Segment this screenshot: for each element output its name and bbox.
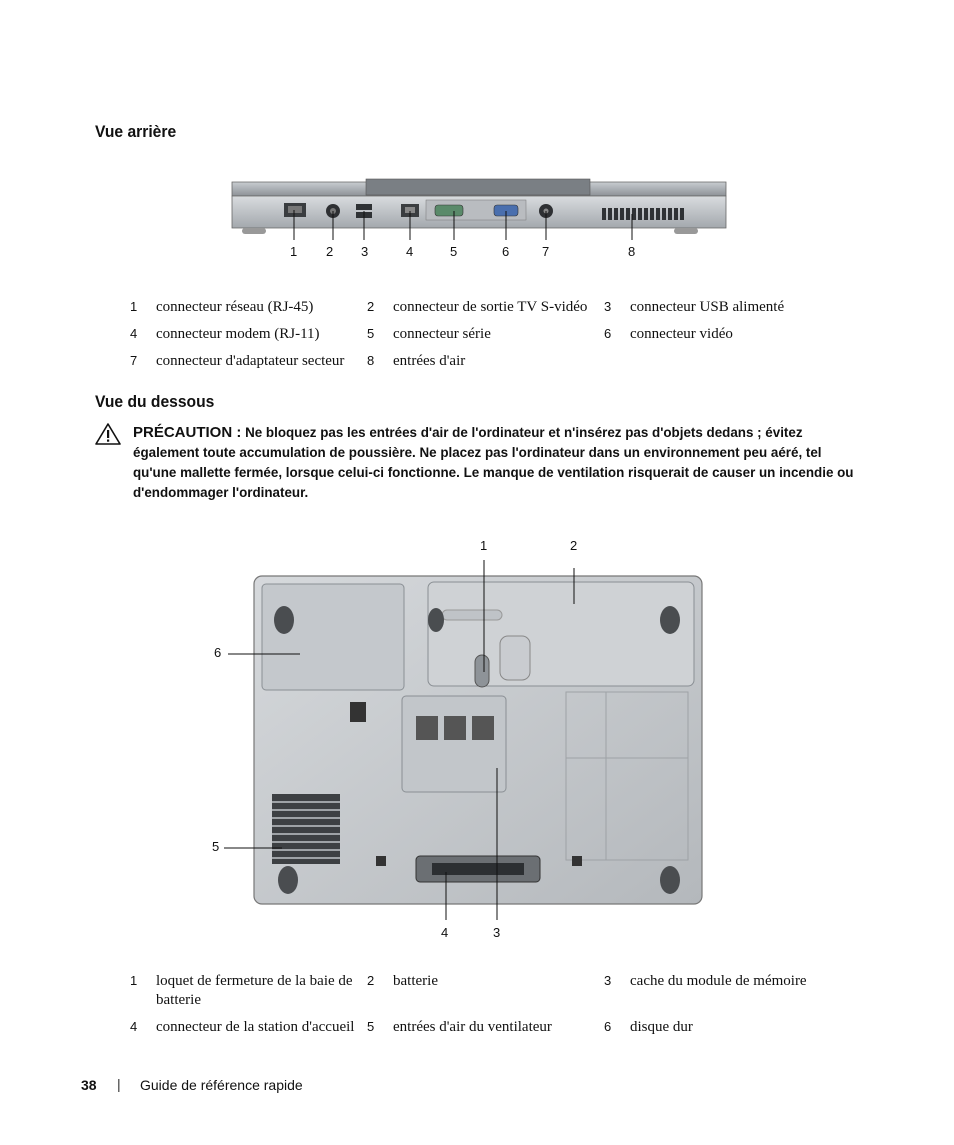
rear-callout-6: 6 [502,244,510,259]
legend-text: connecteur série [393,326,491,342]
rear-callout-8: 8 [628,244,636,259]
legend-item: 5 entrées d'air du ventilateur [367,1018,598,1037]
bottom-view-illustration [224,560,703,920]
bottom-callout-3: 3 [493,925,501,940]
legend-num: 6 [604,1019,612,1034]
warning-icon [95,423,121,445]
rear-callout-1: 1 [290,244,298,259]
legend-num: 4 [130,1019,138,1034]
rear-callout-4: 4 [406,244,414,259]
legend-item: 3 connecteur USB alimenté [604,298,835,317]
legend-text: connecteur USB alimenté [630,299,785,315]
legend-text: batterie [393,973,438,989]
legend-num: 4 [130,326,138,341]
legend-text: cache du module de mémoire [630,973,807,989]
legend-item: 6 connecteur vidéo [604,325,835,344]
legend-item: 1 connecteur réseau (RJ-45) [130,298,361,317]
rear-view-illustration [231,178,727,240]
legend-item: 1 loquet de fermeture de la baie de batte… [130,972,361,1010]
legend-text: entrées d'air [393,353,466,369]
bottom-callout-4: 4 [441,925,449,940]
legend-num: 5 [367,1019,375,1034]
bottom-view-heading: Vue du dessous [95,392,215,411]
legend-item: 4 connecteur de la station d'accueil [130,1018,366,1037]
legend-num: 3 [604,973,612,988]
rear-legend: 1 connecteur réseau (RJ-45) 2 connecteur d… [130,298,850,379]
legend-item: 4 connecteur modem (RJ-11) [130,325,361,344]
legend-item: 8 entrées d'air [367,352,598,371]
bottom-callout-1: 1 [480,538,488,553]
legend-item: 2 batterie [367,972,598,991]
rear-callout-7: 7 [542,244,550,259]
rear-callout-2: 2 [326,244,334,259]
guide-title: Guide de référence rapide [140,1077,303,1093]
legend-text: loquet de fermeture de la baie de batter… [156,973,353,1008]
rear-callout-5: 5 [450,244,458,259]
legend-num: 5 [367,326,375,341]
bottom-legend: 1 loquet de fermeture de la baie de batte… [130,972,850,1045]
legend-num: 1 [130,299,138,314]
legend-text: connecteur d'adaptateur secteur [156,353,345,369]
legend-text: connecteur réseau (RJ-45) [156,299,314,315]
footer-separator: | [117,1076,121,1092]
page-number: 38 [81,1077,97,1093]
legend-num: 8 [367,353,375,368]
bottom-callout-6: 6 [214,645,222,660]
legend-item: 2 connecteur de sortie TV S-vidéo [367,298,598,317]
rear-callout-3: 3 [361,244,369,259]
legend-num: 7 [130,353,138,368]
legend-item: 3 cache du module de mémoire [604,972,850,991]
legend-text: connecteur de sortie TV S-vidéo [393,299,588,315]
caution-text: Ne bloquez pas les entrées d'air de l'or… [133,425,854,500]
legend-text: disque dur [630,1019,693,1035]
rear-view-heading: Vue arrière [95,122,177,141]
legend-num: 2 [367,299,375,314]
legend-text: entrées d'air du ventilateur [393,1019,552,1035]
legend-item: 5 connecteur série [367,325,598,344]
legend-item: 6 disque dur [604,1018,835,1037]
legend-text: connecteur vidéo [630,326,733,342]
legend-text: connecteur modem (RJ-11) [156,326,320,342]
legend-num: 6 [604,326,612,341]
bottom-callout-5: 5 [212,839,220,854]
legend-text: connecteur de la station d'accueil [156,1019,355,1035]
caution-label: PRÉCAUTION : [133,424,242,441]
caution-text-block: PRÉCAUTION : Ne bloquez pas les entrées … [133,423,855,503]
legend-item: 7 connecteur d'adaptateur secteur [130,352,366,371]
legend-num: 3 [604,299,612,314]
legend-num: 2 [367,973,375,988]
legend-num: 1 [130,973,138,988]
bottom-callout-2: 2 [570,538,578,553]
